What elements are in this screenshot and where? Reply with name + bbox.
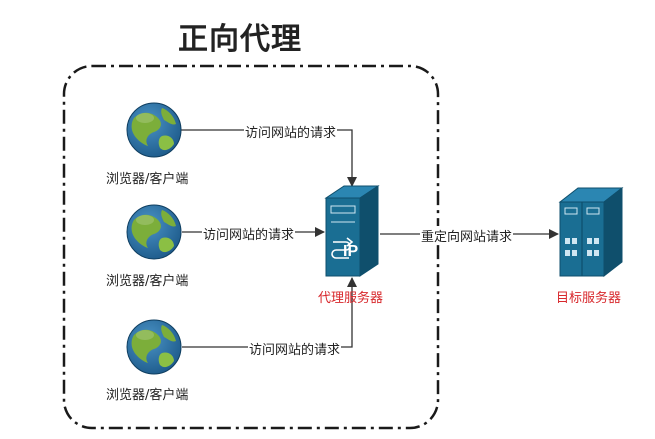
- proxy-server-label: 代理服务器: [318, 291, 384, 306]
- server-icon: [324, 185, 380, 277]
- client-label: 浏览器/客户端: [106, 274, 189, 289]
- target-server-label: 目标服务器: [556, 291, 622, 306]
- proxy-ip-badge: IP: [343, 243, 359, 260]
- edge-client3-to-proxy: [182, 277, 357, 348]
- edge-client1-to-proxy: [180, 129, 357, 187]
- globe-icon: [126, 319, 182, 375]
- client-label: 浏览器/客户端: [106, 172, 189, 187]
- client-label: 浏览器/客户端: [106, 388, 189, 403]
- edge-label: 重定向网站请求: [420, 226, 514, 245]
- edge-label: 访问网站的请求: [244, 122, 338, 141]
- diagram-title: 正向代理: [178, 22, 302, 57]
- edge-label: 访问网站的请求: [248, 339, 342, 358]
- globe-icon: [126, 102, 182, 158]
- edge-label: 访问网站的请求: [202, 224, 296, 243]
- globe-icon: [126, 204, 182, 260]
- proxy-boundary: [62, 64, 440, 430]
- server-rack-icon: [558, 186, 624, 278]
